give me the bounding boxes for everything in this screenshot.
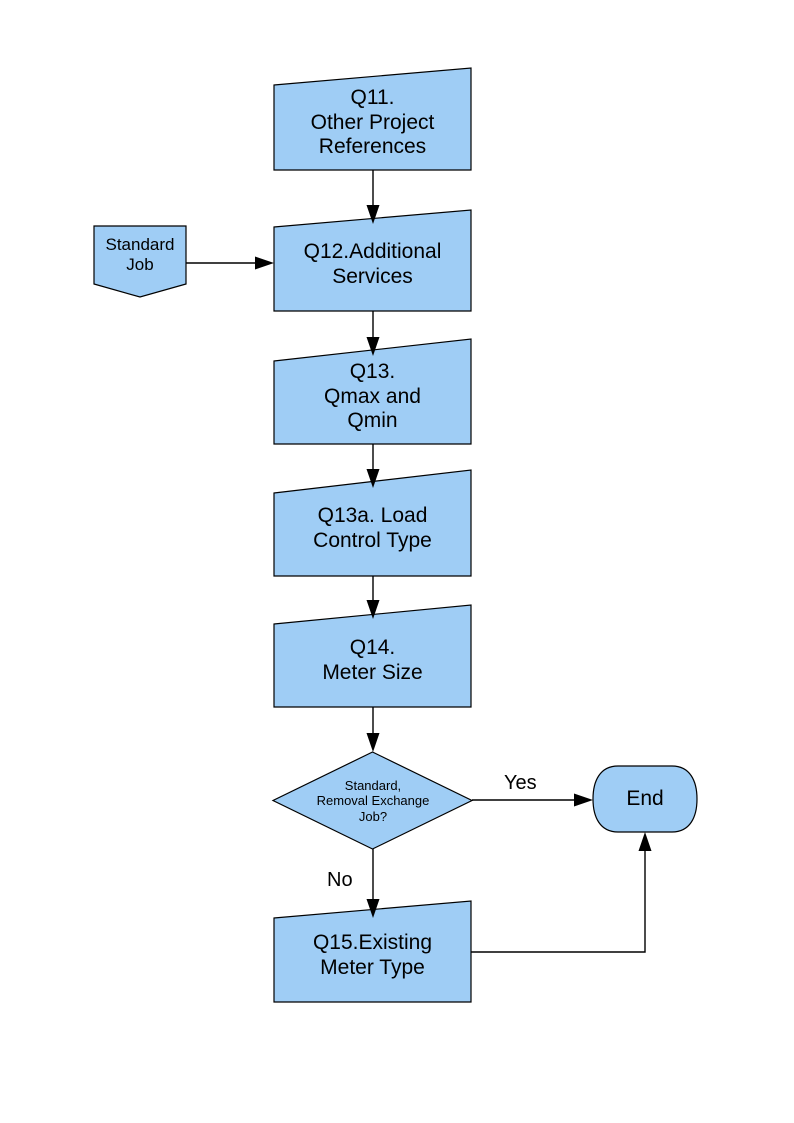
node-shape-standard-job[interactable] — [93, 225, 187, 298]
node-shape-q11[interactable] — [273, 67, 472, 171]
edge-standard-job-q12 — [186, 256, 274, 270]
node-shape-q15[interactable] — [273, 900, 472, 1003]
edge-q13a-q14 — [366, 576, 380, 619]
edge-decision-q15-no — [366, 849, 380, 918]
node-shape-end[interactable] — [592, 765, 698, 833]
node-shape-q13[interactable] — [273, 338, 472, 445]
node-shape-q14[interactable] — [273, 604, 472, 708]
edge-label-yes: Yes — [504, 772, 537, 794]
edge-label-no: No — [327, 869, 353, 891]
node-shape-q12[interactable] — [273, 209, 472, 312]
edge-decision-end-yes — [472, 793, 593, 807]
edge-q15-end — [471, 832, 652, 953]
edge-q11-q12 — [366, 170, 380, 224]
edge-q14-decision — [366, 707, 380, 752]
edge-q12-q13 — [366, 311, 380, 356]
edge-q13-q13a — [366, 444, 380, 488]
node-shape-decision-standard-removal[interactable] — [271, 751, 474, 850]
node-shape-q13a[interactable] — [273, 469, 472, 577]
